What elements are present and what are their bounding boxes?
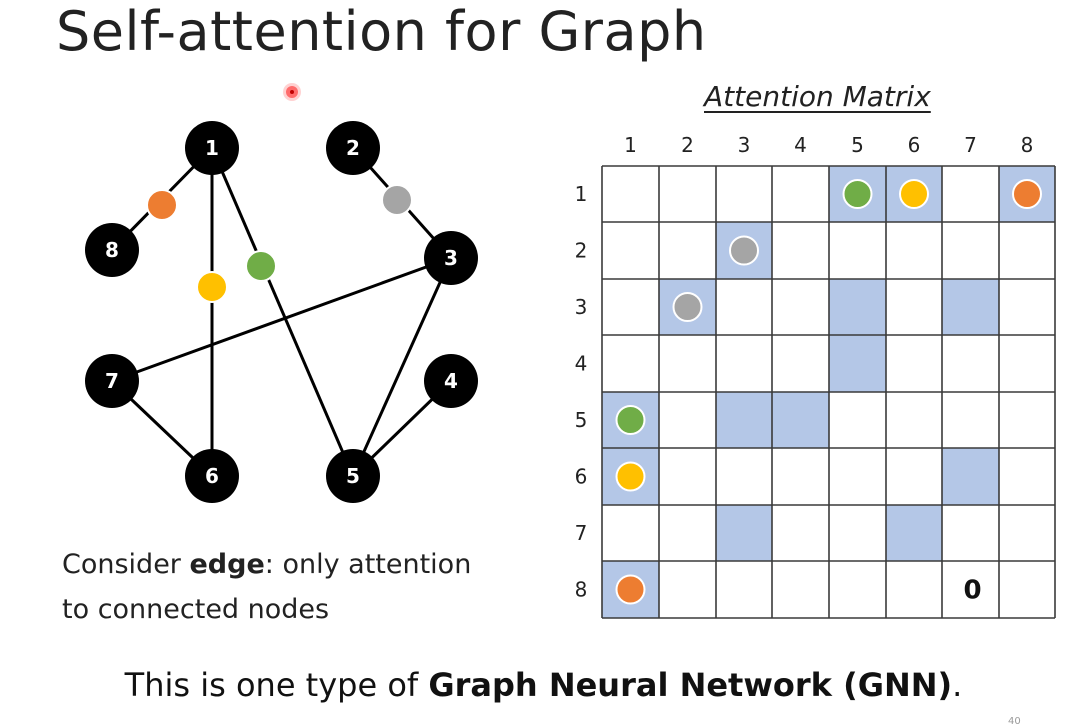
col-label-1: 1 (624, 133, 637, 157)
col-label-6: 6 (908, 133, 921, 157)
cell-highlight-r3-c5 (829, 279, 886, 335)
row-label-3: 3 (575, 295, 588, 319)
caption: Consider edge: only attention to connect… (62, 542, 471, 632)
node-label-6: 6 (205, 464, 219, 488)
cell-marker-r5-c1 (615, 405, 646, 435)
matrix-title: Attention Matrix (704, 80, 931, 113)
node-4 (424, 354, 478, 408)
caption-text-bold: edge (189, 549, 265, 580)
node-label-2: 2 (346, 136, 360, 160)
col-label-3: 3 (738, 133, 751, 157)
node-label-8: 8 (105, 238, 119, 262)
graph-diagram: 1 2 3 4 5 6 7 8 (85, 121, 478, 503)
caption-text-pre: Consider (62, 549, 190, 580)
col-label-7: 7 (964, 133, 977, 157)
edge-marker-1-5 (245, 250, 277, 282)
node-3 (424, 231, 478, 285)
laser-pointer-icon (286, 86, 298, 98)
row-label-5: 5 (575, 408, 588, 432)
cell-marker-r8-c1 (615, 574, 646, 605)
node-6 (185, 449, 239, 503)
col-label-4: 4 (794, 133, 807, 157)
col-label-8: 8 (1021, 133, 1034, 157)
cell-highlight-r6-c7 (942, 448, 999, 505)
cell-highlight-r4-c5 (829, 335, 886, 392)
node-2 (326, 121, 380, 175)
edge-3-7 (111, 256, 452, 383)
col-label-5: 5 (851, 133, 864, 157)
cell-highlight-r7-c6 (886, 505, 942, 561)
page-number: 40 (1008, 716, 1021, 727)
bottom-text-pre: This is one type of (124, 666, 429, 704)
bottom-text-post: . (952, 666, 963, 704)
row-label-4: 4 (575, 352, 588, 376)
cell-marker-r1-c6 (899, 179, 929, 209)
node-8 (85, 223, 139, 277)
caption-line-2: to connected nodes (62, 594, 330, 625)
edge-1-5 (210, 147, 355, 477)
node-label-7: 7 (105, 369, 119, 393)
edge-marker-1-8 (146, 189, 178, 221)
row-label-8: 8 (575, 578, 588, 602)
cell-marker-r2-c3 (729, 235, 759, 266)
edge-3-5 (351, 257, 453, 477)
node-label-4: 4 (444, 369, 458, 393)
node-1 (185, 121, 239, 175)
cell-highlight-r5-c3 (716, 392, 772, 448)
node-label-5: 5 (346, 464, 360, 488)
cell-marker-r1-c5 (842, 179, 873, 209)
attention-matrix: 1 2 3 4 5 6 7 8 1 2 3 4 5 6 7 8 0 (575, 133, 1056, 619)
cell-highlight-r7-c3 (716, 505, 772, 561)
bottom-text-bold: Graph Neural Network (GNN) (428, 666, 953, 704)
col-label-2: 2 (681, 133, 694, 157)
bottom-statement: This is one type of Graph Neural Network… (0, 666, 1087, 704)
row-label-7: 7 (575, 521, 588, 545)
caption-text-post: : only attention (264, 549, 472, 580)
row-label-1: 1 (575, 182, 588, 206)
cell-highlight-r5-c4 (772, 392, 829, 448)
row-label-2: 2 (575, 239, 588, 263)
cell-marker-r6-c1 (615, 461, 646, 492)
edge-marker-2-3 (381, 184, 413, 216)
cell-marker-r1-c8 (1012, 179, 1042, 209)
node-7 (85, 354, 139, 408)
node-label-3: 3 (444, 246, 458, 270)
cell-highlight-r3-c7 (942, 279, 999, 335)
caption-line-1: Consider edge: only attention (62, 542, 471, 587)
row-label-6: 6 (575, 465, 588, 489)
zero-label: 0 (963, 576, 981, 606)
edge-marker-1-6 (196, 271, 228, 303)
node-5 (326, 449, 380, 503)
node-label-1: 1 (205, 136, 219, 160)
cell-marker-r3-c2 (672, 292, 703, 322)
slide-title: Self-attention for Graph (56, 0, 707, 63)
